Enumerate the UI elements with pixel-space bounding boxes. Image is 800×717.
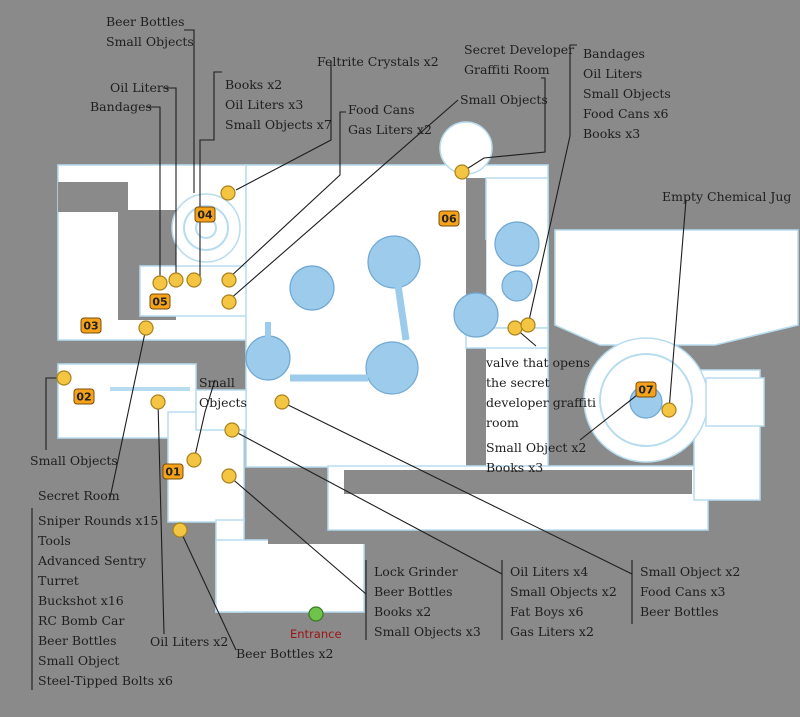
item-pins [56, 164, 677, 622]
room-badge-01[interactable]: 01 [162, 463, 184, 480]
tank-1 [289, 265, 335, 311]
label-books-oil-small: Books x2 Oil Liters x3 Small Objects x7 [225, 77, 332, 132]
entrance-pin[interactable] [308, 606, 324, 622]
leader-oil-liters [163, 87, 177, 280]
item-pin[interactable] [507, 320, 523, 336]
label-bandages: Bandages [90, 99, 152, 114]
leader-oil-liters-x4 [231, 429, 503, 640]
leader-beer-bottles-x2 [179, 529, 237, 651]
leader-bandages [146, 106, 161, 283]
svg-text:04: 04 [197, 209, 213, 222]
entrance-label: Entrance [290, 627, 342, 641]
entrance-lobby [215, 539, 365, 613]
floor-plan [57, 121, 799, 613]
tank-7 [453, 292, 499, 338]
label-small-objects-left: Small Objects [30, 453, 118, 468]
item-pin[interactable] [152, 275, 168, 291]
item-pin[interactable] [220, 185, 236, 201]
leader-feltrite [235, 62, 332, 191]
item-pin[interactable] [138, 320, 154, 336]
label-small-food-beer: Small Object x2 Food Cans x3 Beer Bottle… [640, 564, 744, 619]
label-right-list: Bandages Oil Liters Small Objects Food C… [583, 46, 675, 141]
room-07-vestibule [705, 377, 765, 427]
item-pin[interactable] [221, 468, 237, 484]
leader-lock-grinder [228, 475, 367, 640]
svg-text:06: 06 [441, 213, 457, 226]
item-pin[interactable] [56, 370, 72, 386]
room-badge-05[interactable]: 05 [149, 293, 171, 310]
room-01-annex [195, 389, 247, 431]
label-valve: valve that opens the secret developer gr… [485, 355, 600, 430]
label-small-objects-top: Small Objects [460, 92, 548, 107]
svg-text:03: 03 [83, 320, 98, 333]
label-beer-bottles-x2: Beer Bottles x2 [236, 646, 333, 661]
label-secret-list: Sniper Rounds x15 Tools Advanced Sentry … [37, 513, 173, 688]
room-badge-02[interactable]: 02 [73, 388, 95, 405]
item-pin[interactable] [454, 164, 470, 180]
label-chem-jug: Empty Chemical Jug [662, 189, 791, 204]
tank-3 [245, 335, 291, 381]
tank-4 [365, 341, 419, 395]
leader-food-gas [228, 111, 346, 279]
label-feltrite: Feltrite Crystals x2 [317, 54, 439, 69]
item-pin[interactable] [224, 422, 240, 438]
room-07-stair-ring [599, 353, 693, 447]
tank-5 [494, 221, 540, 267]
label-oil-liters-x4: Oil Liters x4 Small Objects x2 Fat Boys … [510, 564, 621, 639]
item-pin[interactable] [172, 522, 188, 538]
svg-text:05: 05 [152, 296, 167, 309]
leader-oil-liters-x2 [157, 401, 165, 635]
leader-small-objects-top [228, 99, 459, 301]
label-small-obj-books: Small Object x2 Books x3 [486, 440, 590, 475]
svg-text:07: 07 [638, 384, 653, 397]
room-04-stair-ring [183, 205, 229, 251]
item-pin[interactable] [221, 272, 237, 288]
room-04-rotunda [171, 193, 241, 263]
leader-dev-room [461, 77, 546, 173]
item-pin[interactable] [150, 394, 166, 410]
room-badges: 01 02 03 04 05 06 07 [73, 206, 657, 480]
item-pin[interactable] [661, 402, 677, 418]
leader-small-food-beer [281, 401, 633, 624]
item-pin[interactable] [221, 294, 237, 310]
svg-text:01: 01 [165, 466, 180, 479]
label-small-objects-mid: Small Objects [199, 375, 247, 410]
main-hall-east-wall [466, 240, 486, 470]
item-pin[interactable] [520, 317, 536, 333]
leader-books-oil-small [199, 71, 222, 278]
room-badge-06[interactable]: 06 [438, 210, 460, 227]
svg-text:02: 02 [76, 391, 91, 404]
item-pin[interactable] [168, 272, 184, 288]
leader-right-list [527, 44, 577, 326]
leader-lines [31, 29, 687, 690]
item-pin[interactable] [274, 394, 290, 410]
tank-6 [501, 270, 533, 302]
label-dev-room: Secret Developer Graffiti Room [464, 42, 578, 77]
west-wing-notch [58, 182, 128, 212]
pipe-2 [394, 284, 410, 341]
south-corridor-divider [344, 470, 692, 494]
label-beer-small: Beer Bottles Small Objects [106, 14, 194, 49]
leader-chem-jug [668, 199, 687, 411]
item-pin[interactable] [186, 272, 202, 288]
leader-secret-room [109, 327, 147, 499]
leader-small-obj-books [579, 387, 647, 441]
label-secret-room: Secret Room [38, 488, 120, 503]
label-food-gas: Food Cans Gas Liters x2 [348, 102, 432, 137]
room-02-counter [110, 387, 190, 391]
item-pin[interactable] [186, 452, 202, 468]
leader-small-objects-mid [193, 379, 216, 461]
room-badge-04[interactable]: 04 [194, 206, 216, 223]
label-oil-liters-x2: Oil Liters x2 [150, 634, 228, 649]
east-silo-hopper [554, 229, 799, 346]
room-badge-07[interactable]: 07 [635, 381, 657, 398]
callout-labels: Beer Bottles Small Objects Oil Liters Ba… [30, 14, 791, 688]
room-badge-03[interactable]: 03 [80, 317, 102, 334]
label-oil-liters: Oil Liters [110, 80, 169, 95]
leader-beer-small [184, 29, 195, 193]
label-lock-grinder: Lock Grinder Beer Bottles Books x2 Small… [374, 564, 481, 639]
tank-2 [367, 235, 421, 289]
